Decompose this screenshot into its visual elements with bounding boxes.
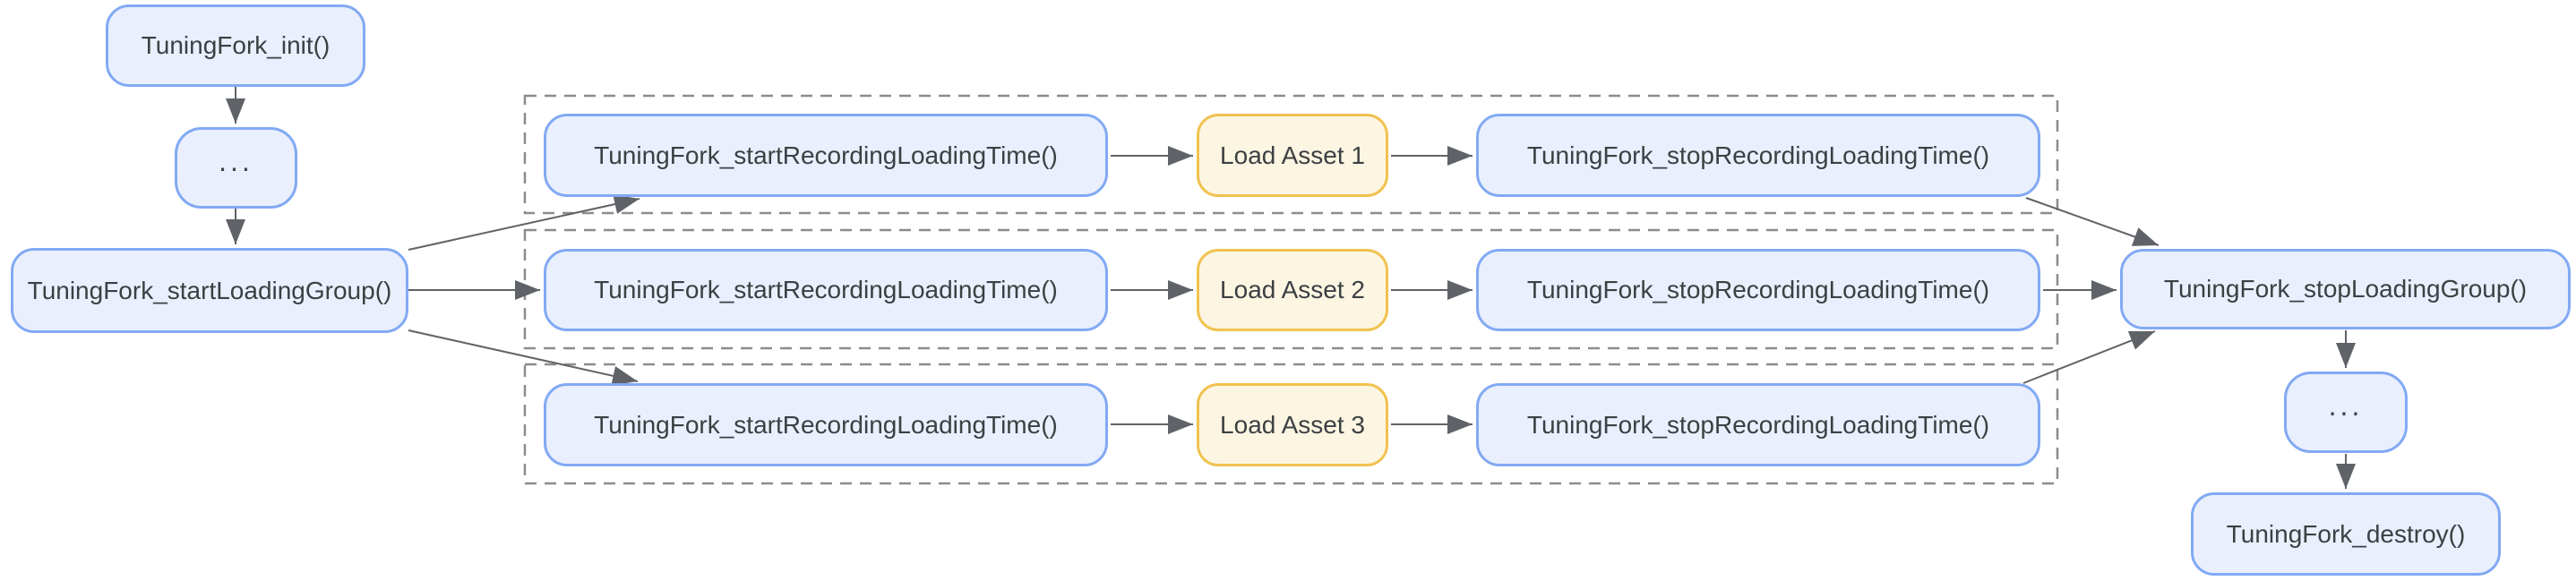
node-label: Load Asset 3: [1220, 410, 1365, 439]
node-label: TuningFork_startRecordingLoadingTime(): [594, 141, 1058, 169]
node-row1-stop-recording: TuningFork_stopRecordingLoadingTime(): [1476, 114, 2040, 197]
node-tuningfork-destroy: TuningFork_destroy(): [2191, 492, 2501, 576]
arrow-startgroup-to-row1: [408, 194, 640, 251]
arrow-row3-to-stopgroup: [2022, 330, 2156, 384]
node-row1-start-recording: TuningFork_startRecordingLoadingTime(): [544, 114, 1108, 197]
node-row2-load-asset: Load Asset 2: [1197, 249, 1388, 331]
node-label: TuningFork_destroy(): [2226, 519, 2466, 548]
node-label: TuningFork_stopRecordingLoadingTime(): [1526, 141, 1990, 169]
node-label: TuningFork_startRecordingLoadingTime(): [594, 276, 1058, 303]
node-label: TuningFork_startRecordingLoadingTime(): [594, 410, 1058, 439]
node-row1-load-asset: Load Asset 1: [1197, 114, 1388, 197]
node-row3-stop-recording: TuningFork_stopRecordingLoadingTime(): [1476, 383, 2040, 466]
node-label: ...: [2328, 389, 2364, 422]
node-label: ...: [219, 145, 253, 177]
node-row3-start-recording: TuningFork_startRecordingLoadingTime(): [544, 383, 1108, 466]
node-stop-loading-group: TuningFork_stopLoadingGroup(): [2120, 249, 2571, 329]
node-row2-start-recording: TuningFork_startRecordingLoadingTime(): [544, 249, 1108, 331]
node-ellipsis-bottom: ...: [2284, 372, 2408, 453]
node-start-loading-group: TuningFork_startLoadingGroup(): [11, 248, 408, 333]
node-label: TuningFork_startLoadingGroup(): [27, 276, 392, 304]
node-label: TuningFork_init(): [141, 31, 331, 59]
node-tuningfork-init: TuningFork_init(): [106, 4, 365, 87]
node-label: Load Asset 1: [1220, 141, 1365, 169]
node-label: TuningFork_stopRecordingLoadingTime(): [1526, 276, 1990, 303]
node-label: TuningFork_stopLoadingGroup(): [2163, 275, 2528, 303]
asset-group-box-1: [523, 94, 2059, 215]
node-row2-stop-recording: TuningFork_stopRecordingLoadingTime(): [1476, 249, 2040, 331]
arrow-startgroup-to-row3: [408, 329, 639, 386]
arrow-row1-to-stopgroup: [2025, 197, 2160, 246]
node-ellipsis-top: ...: [175, 127, 297, 209]
node-row3-load-asset: Load Asset 3: [1197, 383, 1388, 466]
node-label: TuningFork_stopRecordingLoadingTime(): [1526, 410, 1990, 439]
node-label: Load Asset 2: [1220, 276, 1365, 303]
